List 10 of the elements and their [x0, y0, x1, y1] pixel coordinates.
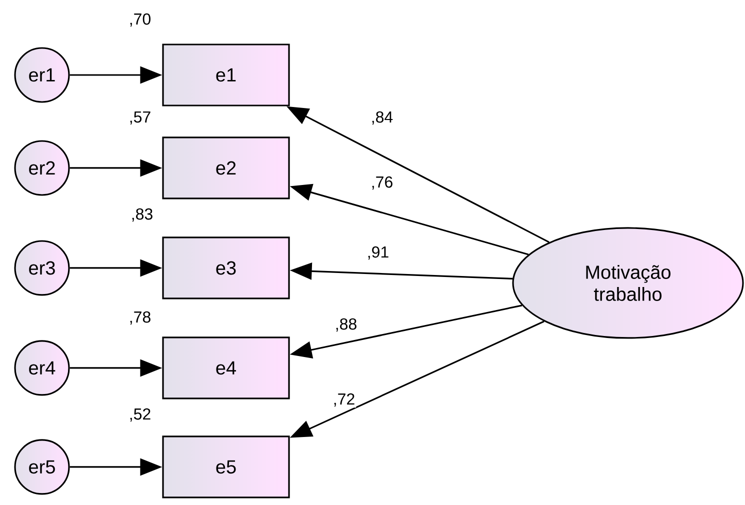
variable-box: e1 — [162, 44, 290, 106]
variable-box: e4 — [162, 336, 290, 400]
loading-value: ,78 — [130, 311, 150, 325]
variable-box: e3 — [162, 236, 290, 300]
loading-value: ,57 — [130, 111, 150, 124]
loading-value: ,52 — [130, 408, 150, 422]
loading-value: ,70 — [130, 13, 150, 27]
loading-value: ,83 — [132, 208, 152, 222]
variable-box: e5 — [162, 436, 290, 498]
variable-box: e2 — [162, 136, 290, 200]
